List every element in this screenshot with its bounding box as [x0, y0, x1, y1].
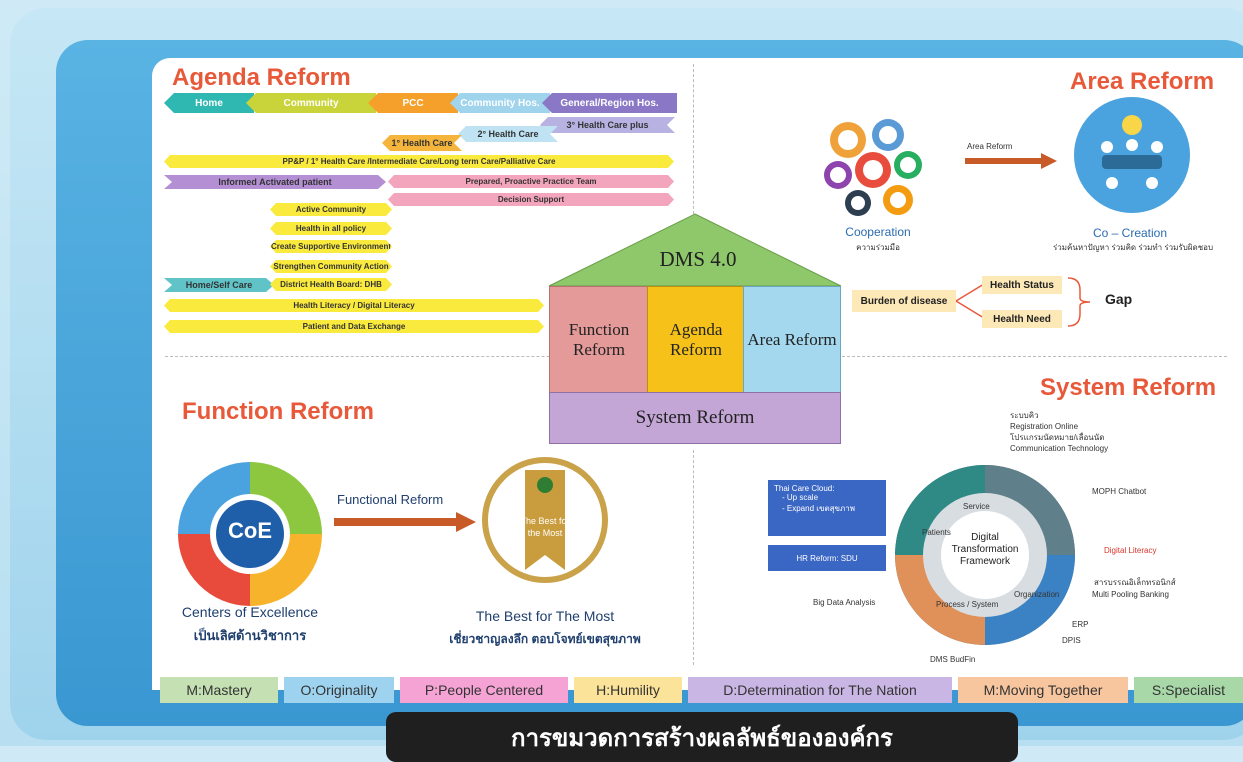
- bar-dhb: District Health Board: DHB: [270, 278, 392, 291]
- framework-center-label: Digital Transformation Framework: [951, 532, 1019, 567]
- cooperation-thai: ความร่วมมือ: [856, 243, 900, 252]
- cocreation-thai: ร่วมค้นหาปัญหา ร่วมคิด ร่วมทำ ร่วมรับผิด…: [1052, 243, 1214, 252]
- area-arrow-icon: [965, 153, 1057, 169]
- system-right-item: MOPH Chatbot: [1092, 487, 1147, 496]
- divider-right: [842, 356, 1227, 357]
- system-left-item: Big Data Analysis: [813, 598, 876, 607]
- value-originality: O:Originality: [284, 677, 394, 703]
- flow-general-hos: General/Region Hos.: [542, 93, 677, 113]
- digital-transformation-wheel-icon: [895, 465, 1075, 645]
- divider-left: [165, 356, 685, 357]
- care-level-3: 3° Health Care plus: [540, 117, 675, 133]
- thai-care-cloud-box: Thai Care Cloud: - Up scale - Expand เขต…: [768, 480, 886, 536]
- system-right-item: สารบรรณอิเล็กทรอนิกส์: [1094, 578, 1176, 587]
- system-top-item: โปรแกรมนัดหมาย/เลื่อนนัด: [1010, 433, 1105, 442]
- flow-community: Community: [246, 93, 376, 113]
- divider-bottom: [693, 450, 694, 665]
- coe-caption: Centers of Excellence: [181, 604, 319, 620]
- system-right-item: Multi Pooling Banking: [1092, 590, 1169, 599]
- system-top-item: ระบบคิว: [1010, 411, 1039, 420]
- bar-home-self-care: Home/Self Care: [164, 278, 274, 292]
- ring-service: Service: [963, 502, 990, 511]
- badge-text: The Best for the Most: [520, 516, 570, 538]
- best-caption: The Best for The Most: [475, 608, 615, 624]
- care-level-1: 1° Health Care: [382, 135, 462, 151]
- care-level-2: 2° Health Care: [458, 126, 558, 142]
- bar-prepared-team: Prepared, Proactive Practice Team: [388, 175, 674, 188]
- cloud-item: - Up scale: [782, 493, 819, 502]
- burden-of-disease-box: Burden of disease: [852, 290, 956, 312]
- value-people-centered: P:People Centered: [400, 677, 568, 703]
- system-right-item: ERP: [1072, 620, 1089, 629]
- cloud-item: - Expand เขตสุขภาพ: [782, 504, 856, 513]
- flow-community-hos: Community Hos.: [450, 93, 550, 113]
- burden-branch-lines: [956, 283, 985, 319]
- area-reform-title: Area Reform: [1070, 68, 1215, 95]
- house-system-reform: System Reform: [549, 392, 841, 444]
- best-caption-thai: เชี่ยวชาญลงลึก ตอบโจทย์เขตสุขภาพ: [449, 632, 641, 646]
- value-determination: D:Determination for The Nation: [688, 677, 952, 703]
- bar-patient-data: Patient and Data Exchange: [164, 320, 544, 333]
- system-reform-title: System Reform: [1040, 374, 1217, 401]
- function-reform-title: Function Reform: [182, 398, 374, 425]
- system-bottom-item: DMS BudFin: [930, 655, 976, 664]
- health-status-box: Health Status: [982, 276, 1062, 294]
- system-right-item: Digital Literacy: [1104, 546, 1157, 555]
- functional-reform-label: Functional Reform: [337, 492, 444, 507]
- best-for-most-badge-icon: [482, 457, 608, 583]
- gap-label: Gap: [1105, 291, 1133, 307]
- system-top-item: Communication Technology: [1010, 444, 1109, 453]
- cooperation-gears-icon: [824, 119, 922, 216]
- cooperation-label: Cooperation: [845, 225, 911, 239]
- flow-home: Home: [164, 93, 254, 113]
- ring-patients: Patients: [922, 528, 951, 537]
- gap-brace: [1067, 277, 1091, 327]
- cocreation-icon: [1074, 97, 1190, 213]
- bar-decision-support: Decision Support: [388, 193, 674, 206]
- system-right-item: DPIS: [1062, 636, 1081, 645]
- house-agenda-reform: Agenda Reform: [647, 286, 745, 394]
- hr-reform-box: HR Reform: SDU: [768, 545, 886, 571]
- value-moving-together: M:Moving Together: [958, 677, 1128, 703]
- value-mastery: M:Mastery: [160, 677, 278, 703]
- health-need-box: Health Need: [982, 310, 1062, 328]
- system-top-item: Registration Online: [1010, 422, 1079, 431]
- flow-pcc: PCC: [368, 93, 458, 113]
- footer-banner: การขมวดการสร้างผลลัพธ์ขององค์กร: [386, 712, 1018, 762]
- divider-top: [693, 64, 694, 214]
- coe-caption-thai: เป็นเลิศด้านวิชาการ: [193, 628, 307, 643]
- bar-health-policy: Health in all policy: [270, 222, 392, 235]
- house-roof-label: DMS 4.0: [659, 247, 737, 271]
- cocreation-label: Co – Creation: [1092, 226, 1168, 240]
- coe-puzzle-wheel-icon: [178, 462, 322, 606]
- house-function-reform: Function Reform: [549, 286, 649, 394]
- value-specialist: S:Specialist: [1134, 677, 1243, 703]
- bar-health-literacy: Health Literacy / Digital Literacy: [164, 299, 544, 312]
- bar-community-action: Strengthen Community Action: [270, 260, 392, 273]
- system-top-list: ระบบคิว Registration Online โปรแกรมนัดหม…: [1010, 410, 1108, 454]
- functional-reform-arrow-icon: [334, 512, 476, 532]
- agenda-reform-title: Agenda Reform: [172, 64, 351, 91]
- ring-process: Process / System: [936, 600, 999, 609]
- bar-informed-patient: Informed Activated patient: [164, 175, 386, 189]
- house-area-reform: Area Reform: [743, 286, 841, 394]
- bar-supportive-env: Create Supportive Environment: [270, 242, 392, 251]
- ring-organization: Organization: [1014, 590, 1060, 599]
- bar-ppp: PP&P / 1° Health Care /Intermediate Care…: [164, 155, 674, 168]
- bar-active-community: Active Community: [270, 203, 392, 216]
- value-humility: H:Humility: [574, 677, 682, 703]
- cloud-title: Thai Care Cloud:: [774, 484, 835, 493]
- area-arrow-label: Area Reform: [967, 142, 1013, 151]
- coe-label: CoE: [228, 518, 272, 543]
